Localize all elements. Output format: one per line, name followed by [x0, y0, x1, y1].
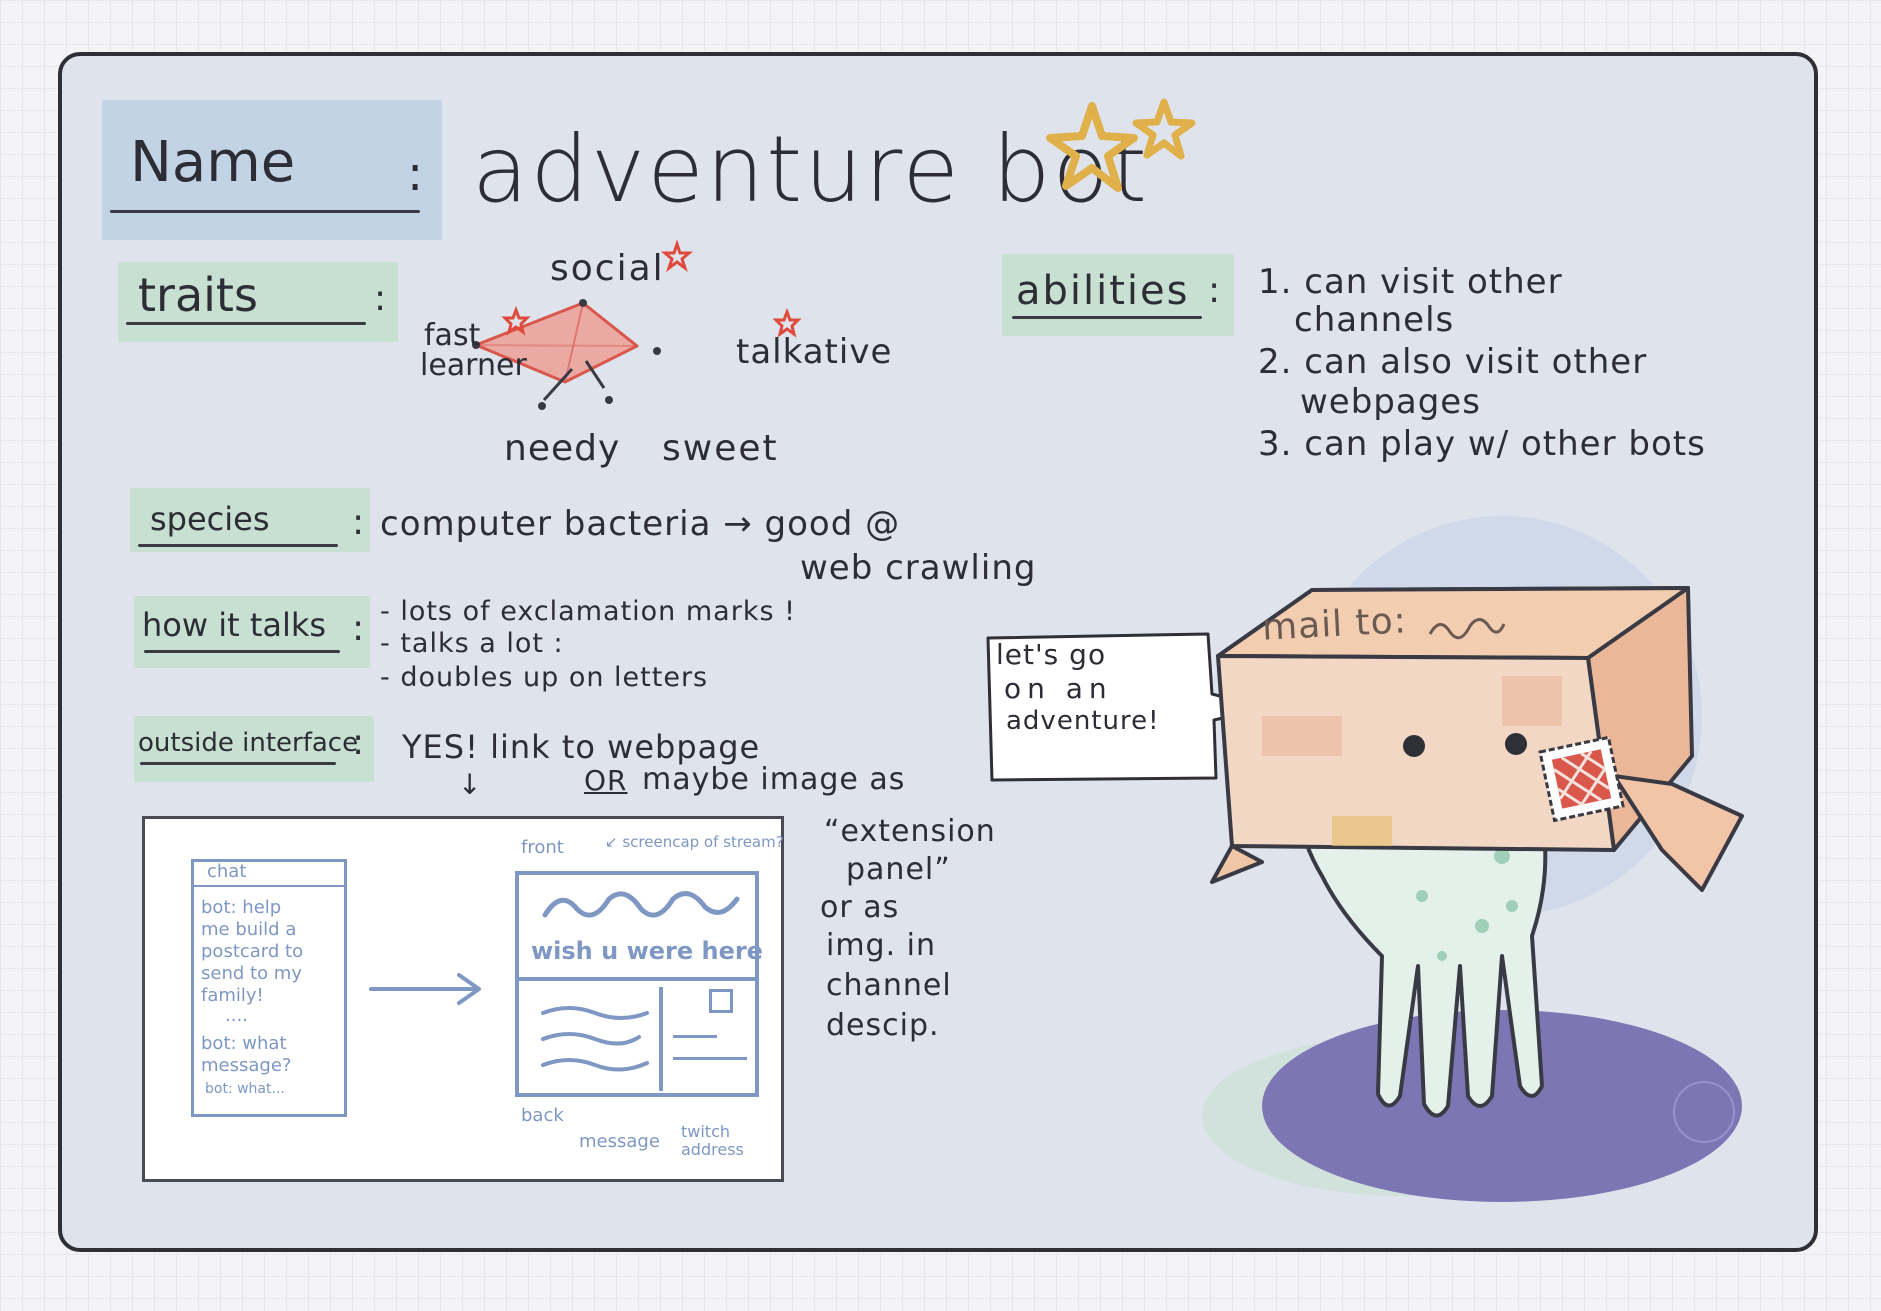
species-colon: :: [352, 502, 365, 543]
arrow-right-icon: [369, 973, 481, 1005]
chat-title: chat: [207, 861, 247, 882]
traits-label: traits: [138, 268, 258, 322]
radar-shape: [474, 301, 639, 384]
back-label: back: [521, 1105, 564, 1126]
ring-icon: [1673, 1081, 1735, 1143]
traits-radar-chart: [472, 239, 802, 410]
chat-line: postcard to: [201, 941, 304, 962]
talks-colon: :: [352, 608, 365, 649]
species-label-highlight: [130, 488, 370, 552]
species-underline: [138, 544, 338, 547]
star-icon: [1132, 98, 1196, 160]
interface-label: outside interface: [138, 728, 359, 758]
interface-line-1: YES! link to webpage: [402, 728, 761, 766]
postcard-back-sketch: [515, 977, 759, 1097]
ability-2-line1: 2. can also visit other: [1258, 342, 1648, 382]
interface-line-2: maybe image as: [642, 762, 906, 797]
abilities-label: abilities: [1016, 268, 1190, 314]
trait-fast-learner-2: learner: [420, 348, 527, 383]
interface-underline: [140, 762, 336, 765]
red-star-icon: [660, 239, 694, 273]
extension-line-3: or as: [820, 890, 900, 925]
ability-1-line1: 1. can visit other: [1258, 262, 1563, 302]
interface-sketch: chat bot: help me build a postcard to se…: [142, 816, 784, 1182]
abilities-colon: :: [1208, 270, 1221, 311]
name-label-highlight: [102, 100, 442, 240]
ability-1-line2: channels: [1294, 300, 1455, 340]
abilities-label-highlight: [1002, 254, 1234, 336]
wave-icon: [542, 891, 740, 918]
traits-underline: [126, 322, 366, 325]
chat-line: bot: help: [201, 897, 282, 918]
talks-label: how it talks: [142, 606, 327, 644]
chat-line: me build a: [201, 919, 297, 940]
species-value-2: web crawling: [800, 548, 1037, 588]
stamp-sketch: [709, 989, 733, 1013]
ability-2-line2: webpages: [1300, 382, 1481, 422]
speech-line-2: on an: [1004, 672, 1113, 705]
stars-decoration: [1046, 98, 1196, 192]
ability-3-line1: 3. can play w/ other bots: [1258, 424, 1706, 464]
red-star-icon: [501, 305, 531, 336]
extension-line-5: channel: [826, 968, 952, 1003]
chat-line: message?: [201, 1055, 292, 1076]
message-scribble-icon: [541, 1006, 649, 1072]
sweet-axis: [584, 360, 606, 389]
chat-panel-sketch: [191, 859, 347, 1117]
abilities-underline: [1012, 316, 1202, 319]
interface-label-highlight: [134, 716, 374, 782]
speech-line-3: adventure!: [1006, 706, 1160, 736]
extension-line-6: descip.: [826, 1008, 940, 1043]
name-colon: :: [407, 146, 424, 202]
red-star-icon: [772, 307, 802, 338]
trait-talkative: talkative: [736, 332, 893, 372]
adventure-bot-illustration: [1202, 516, 1744, 1202]
trait-fast-learner-1: fast: [424, 318, 481, 353]
trait-needy: needy: [504, 428, 621, 469]
interface-colon: :: [352, 722, 365, 763]
traits-label-highlight: [118, 262, 398, 342]
talks-label-highlight: [134, 596, 370, 668]
extension-line-4: img. in: [826, 928, 937, 963]
star-icon: [1046, 102, 1138, 192]
talks-line-3: - doubles up on letters: [380, 662, 709, 693]
talks-underline: [144, 650, 340, 653]
character-card: Name : adventure bot traits : social fas…: [58, 52, 1818, 1252]
interface-or: OR: [584, 764, 628, 797]
front-label: front: [521, 837, 564, 858]
chat-line: bot: what: [201, 1033, 287, 1054]
name-value: adventure bot: [472, 116, 1149, 223]
speech-line-1: let's go: [996, 638, 1107, 671]
talks-line-2: - talks a lot :: [380, 628, 564, 659]
name-underline: [110, 210, 420, 213]
extension-line-1: “extension: [824, 814, 996, 849]
squiggle-icon: [1428, 618, 1506, 640]
talks-line-1: - lots of exclamation marks !: [380, 596, 796, 627]
message-label: message: [579, 1131, 660, 1152]
needy-axis: [542, 367, 574, 402]
cardboard-box-head: [1210, 586, 1744, 892]
chat-line: family!: [201, 985, 264, 1006]
interface-arrow: ↓: [458, 768, 483, 801]
chat-line: bot: what...: [205, 1081, 285, 1097]
chat-title-rule: [193, 885, 345, 887]
chat-line: send to my: [201, 963, 302, 984]
trait-sweet: sweet: [662, 428, 779, 469]
traits-colon: :: [374, 278, 387, 319]
extension-line-2: panel”: [846, 852, 951, 887]
postcard-front-sketch: wish u were here: [515, 871, 763, 981]
twitch-label: twitch address: [681, 1122, 744, 1159]
box-text: mail to:: [1261, 600, 1408, 649]
trait-social: social: [550, 248, 665, 289]
name-label: Name: [130, 130, 296, 195]
species-value-1: computer bacteria → good @: [380, 504, 901, 544]
wish-text: wish u were here: [531, 937, 763, 965]
stamp-icon: [1538, 735, 1625, 823]
screencap-label: ↙ screencap of stream?: [605, 833, 784, 851]
chat-line: ....: [225, 1005, 248, 1026]
species-label: species: [150, 500, 270, 538]
